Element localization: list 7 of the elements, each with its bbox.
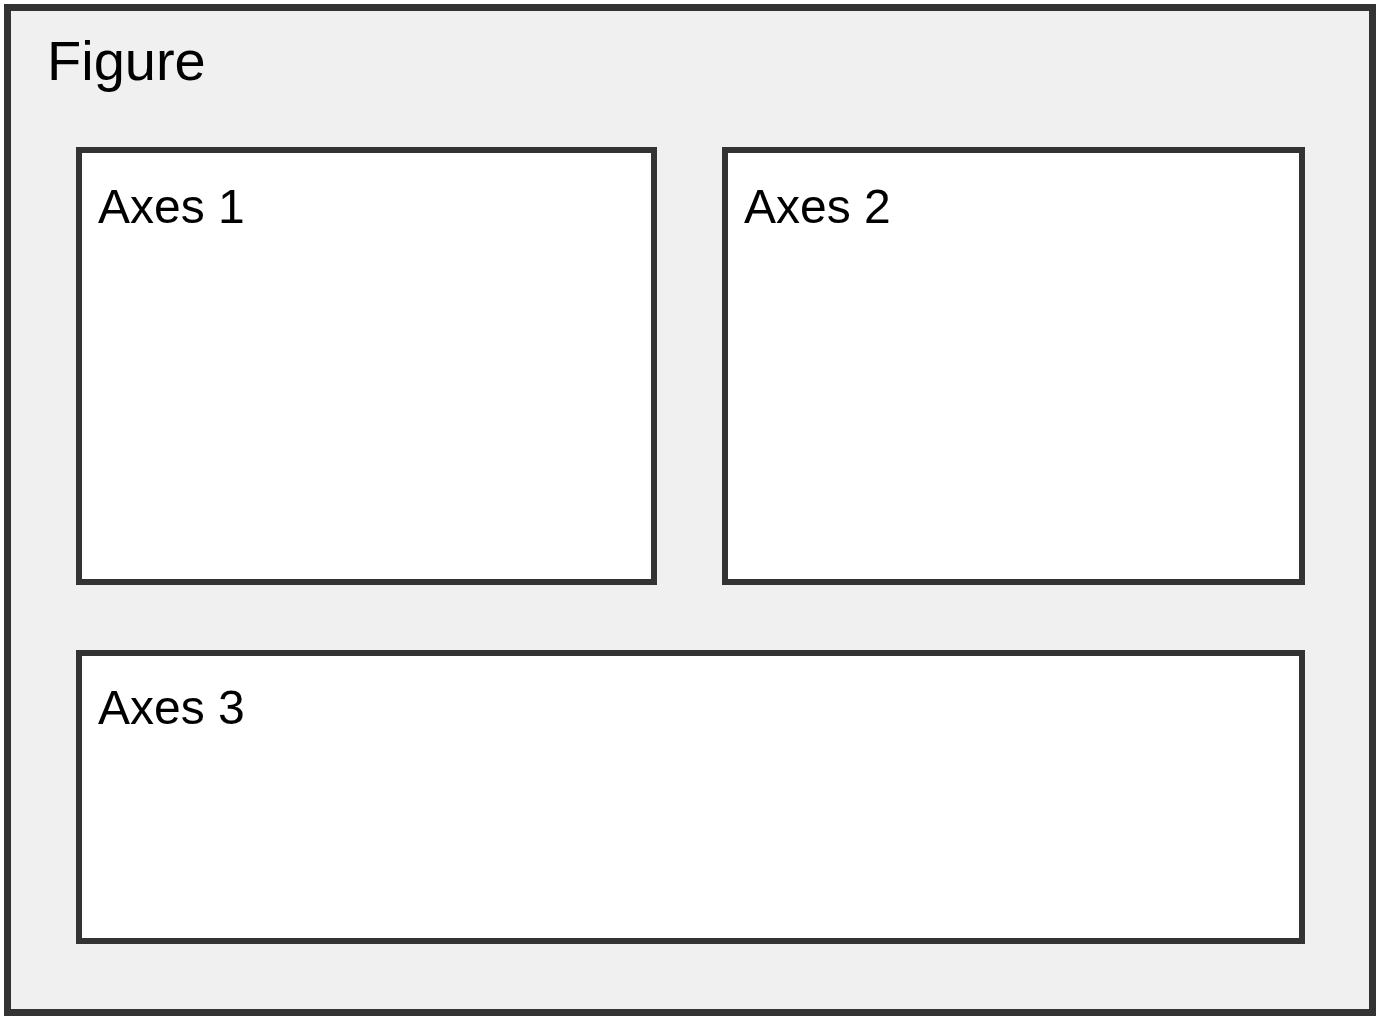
panel-title: Axes 2 (744, 183, 891, 231)
figure-panel (4, 4, 1376, 1016)
axes-panel (76, 650, 1305, 944)
panel-title: Axes 3 (98, 684, 245, 732)
panel-title: Axes 1 (98, 183, 245, 231)
axes-panel (722, 147, 1305, 585)
axes-panel (76, 147, 657, 585)
